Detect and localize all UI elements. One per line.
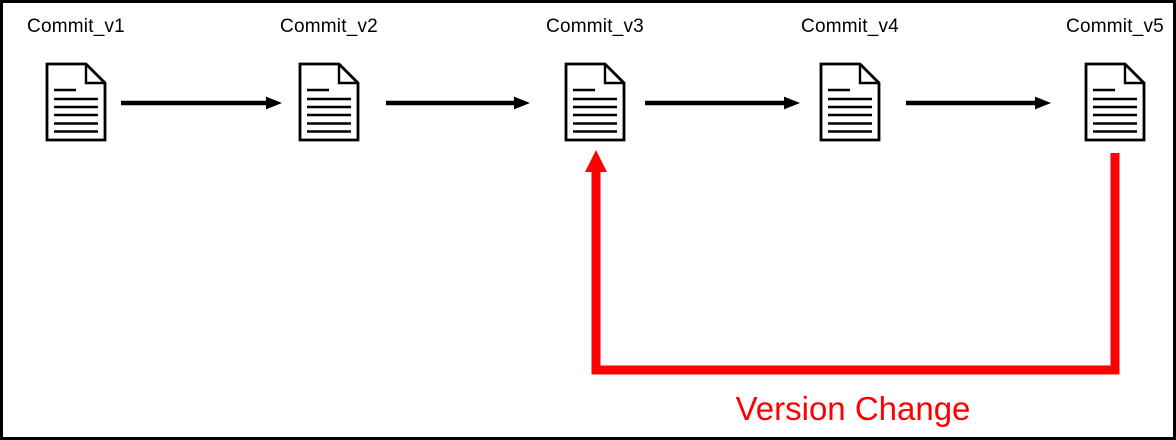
document-icon bbox=[1084, 62, 1146, 142]
commit-label-v1: Commit_v1 bbox=[27, 16, 125, 37]
commit-label-v4: Commit_v4 bbox=[801, 16, 899, 37]
document-icon bbox=[45, 62, 107, 142]
commit-node-v5: Commit_v5 bbox=[1042, 15, 1173, 142]
flow-arrow-v2-v3 bbox=[386, 96, 530, 110]
commit-node-v4: Commit_v4 bbox=[777, 15, 923, 142]
document-icon bbox=[564, 62, 626, 142]
version-change-label: Version Change bbox=[735, 390, 971, 427]
commit-node-v3: Commit_v3 bbox=[522, 15, 668, 142]
version-change-arrow bbox=[585, 150, 1120, 375]
commit-label-v3: Commit_v3 bbox=[546, 16, 644, 37]
document-icon bbox=[819, 62, 881, 142]
flow-arrow-v4-v5 bbox=[906, 96, 1051, 110]
document-icon bbox=[298, 62, 360, 142]
commit-label-v2: Commit_v2 bbox=[280, 16, 378, 37]
commit-node-v1: Commit_v1 bbox=[3, 15, 149, 142]
commit-label-v5: Commit_v5 bbox=[1066, 16, 1164, 37]
commit-node-v2: Commit_v2 bbox=[256, 15, 402, 142]
